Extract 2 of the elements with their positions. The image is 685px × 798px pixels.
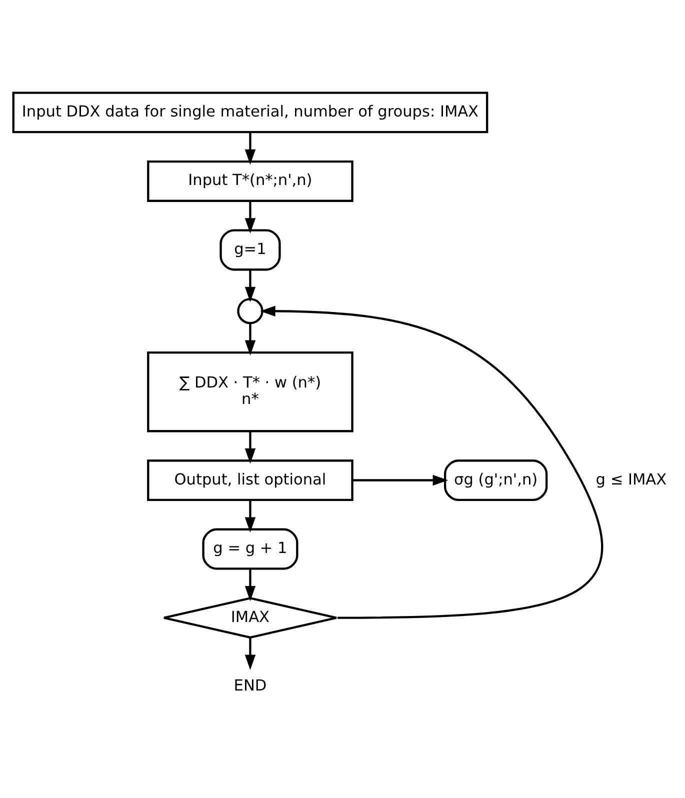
- edge-label: g ≤ IMAX: [595, 470, 666, 488]
- node-text: END: [233, 676, 266, 694]
